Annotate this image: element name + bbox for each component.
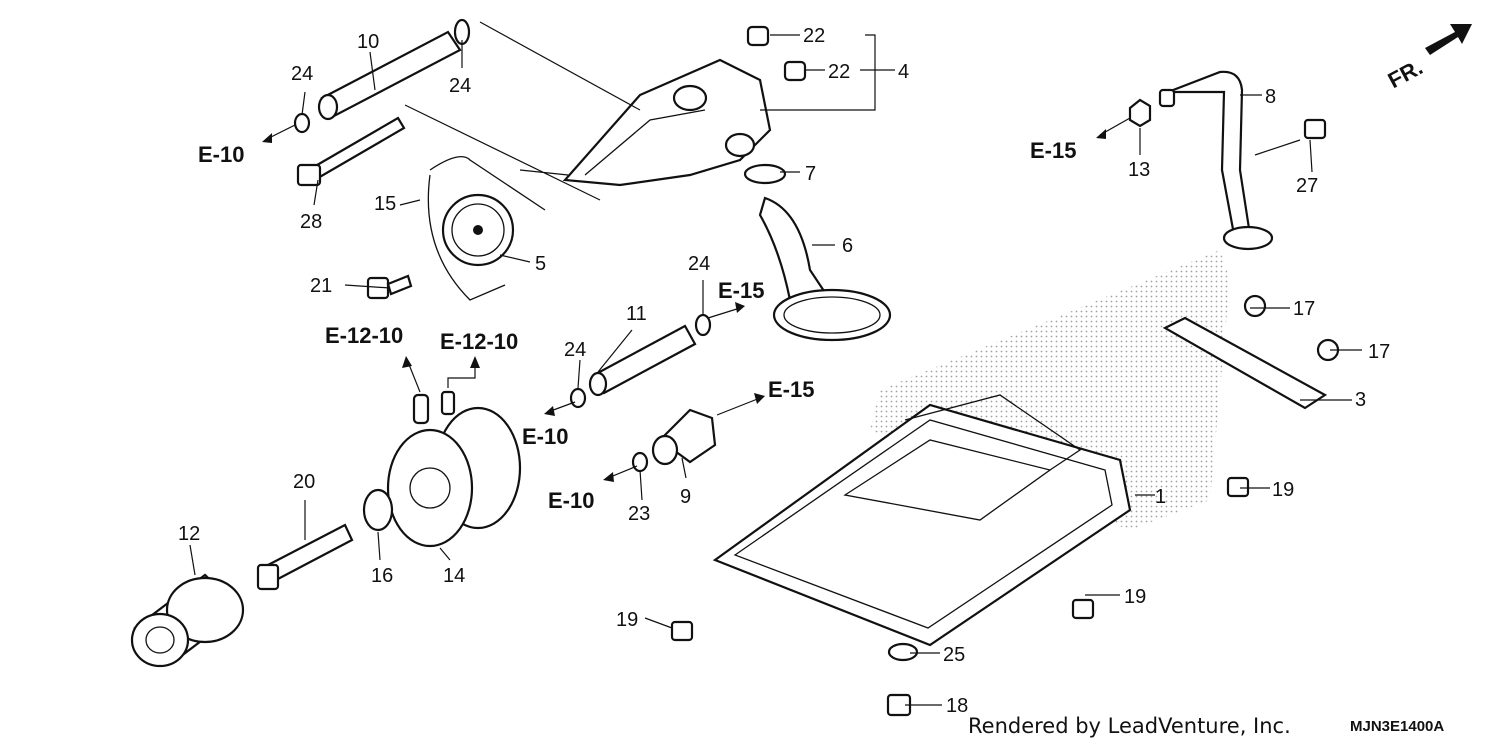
label-part-27: 27 xyxy=(1296,175,1318,197)
label-part-24-mid: 24 xyxy=(688,253,710,275)
label-part-16: 16 xyxy=(371,565,393,587)
center-bolt-part[interactable] xyxy=(256,523,354,591)
oil-pipe-10-part[interactable] xyxy=(293,18,471,134)
label-part-13: 13 xyxy=(1128,159,1150,181)
label-part-17-upper: 17 xyxy=(1293,298,1315,320)
oil-cooler-part[interactable] xyxy=(386,390,522,548)
oil-strainer-part[interactable] xyxy=(758,196,892,342)
ref-e15-switch: E-15 xyxy=(768,377,814,402)
leader-lines xyxy=(189,34,1362,706)
oil-filter-part[interactable] xyxy=(130,573,245,668)
label-part-8: 8 xyxy=(1265,86,1276,108)
label-part-19-center: 19 xyxy=(1124,586,1146,608)
flange-bolt-19-part[interactable] xyxy=(670,476,1250,642)
bolt-28-part[interactable] xyxy=(296,116,406,187)
front-direction-label: FR. xyxy=(1384,54,1427,93)
label-part-19-left: 19 xyxy=(616,609,638,631)
ref-e12-10-right: E-12-10 xyxy=(440,329,518,354)
oil-pipe-11-part[interactable] xyxy=(569,313,712,409)
label-part-23: 23 xyxy=(628,503,650,525)
front-direction-arrow-icon xyxy=(1425,24,1472,55)
drive-chain-part[interactable] xyxy=(427,156,546,301)
label-part-3: 3 xyxy=(1355,389,1366,411)
label-part-21: 21 xyxy=(310,275,332,297)
bolt-21-part[interactable] xyxy=(366,274,413,300)
label-part-10: 10 xyxy=(357,31,379,53)
stiffener-bracket-part[interactable] xyxy=(1162,316,1328,410)
ref-e15-pipe: E-15 xyxy=(718,278,764,303)
label-part-4: 4 xyxy=(898,61,909,83)
label-part-20: 20 xyxy=(293,471,315,493)
label-part-17-lower: 17 xyxy=(1368,341,1390,363)
label-part-11: 11 xyxy=(626,303,647,325)
o-ring-7-part[interactable] xyxy=(743,163,787,185)
ref-e10-pipe: E-10 xyxy=(522,424,568,449)
label-part-18: 18 xyxy=(946,695,968,717)
ref-e12-10-left: E-12-10 xyxy=(325,323,403,348)
credit-text: Rendered by LeadVenture, Inc. xyxy=(968,714,1291,738)
ref-e10-top: E-10 xyxy=(198,142,244,167)
washer-25-part[interactable] xyxy=(887,642,919,662)
dowel-pin-part[interactable] xyxy=(746,25,807,82)
label-part-14: 14 xyxy=(443,565,465,587)
label-part-5: 5 xyxy=(535,253,546,275)
label-part-12: 12 xyxy=(178,523,200,545)
label-part-7: 7 xyxy=(805,163,816,185)
ref-e10-switch: E-10 xyxy=(548,488,594,513)
label-part-15: 15 xyxy=(374,193,396,215)
ref-e15-dipstick: E-15 xyxy=(1030,138,1076,163)
label-part-25: 25 xyxy=(943,644,965,666)
bolt-27-part[interactable] xyxy=(1303,118,1327,140)
label-part-19-right: 19 xyxy=(1272,479,1294,501)
oil-pan-part[interactable] xyxy=(712,394,1132,647)
spring-17-part[interactable] xyxy=(1243,294,1340,362)
dipstick-tube-part[interactable] xyxy=(1158,70,1274,251)
label-part-22-lower: 22 xyxy=(828,61,850,83)
label-part-24-pipe: 24 xyxy=(564,339,586,361)
oil-pump-part[interactable] xyxy=(562,58,772,187)
label-part-1: 1 xyxy=(1155,486,1166,508)
diagram-code: MJN3E1400A xyxy=(1350,718,1444,735)
sprocket-part[interactable] xyxy=(441,193,515,267)
nut-13-part[interactable] xyxy=(1128,98,1152,128)
reference-arrows xyxy=(262,117,1131,482)
oil-pressure-switch-part[interactable] xyxy=(631,408,717,473)
o-ring-16-part[interactable] xyxy=(362,488,394,532)
label-part-28: 28 xyxy=(300,211,322,233)
label-part-9: 9 xyxy=(680,486,691,508)
label-part-24-topright: 24 xyxy=(449,75,471,97)
label-part-22-upper: 22 xyxy=(803,25,825,47)
label-part-6: 6 xyxy=(842,235,853,257)
label-part-24-topleft: 24 xyxy=(291,63,313,85)
